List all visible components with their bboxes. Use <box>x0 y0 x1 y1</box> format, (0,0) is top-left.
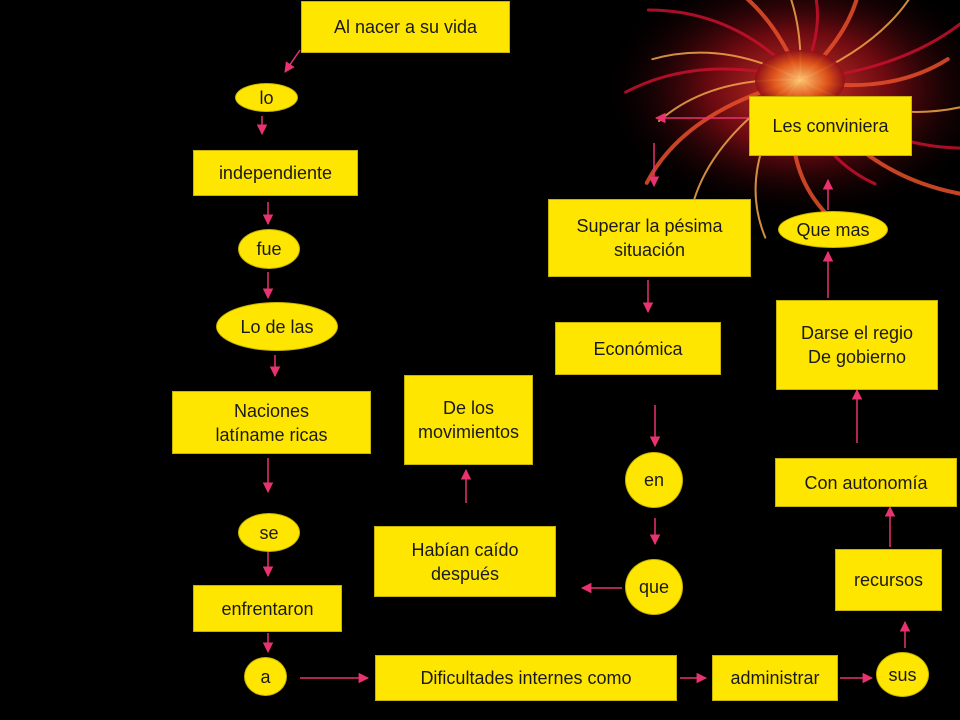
node-fue: fue <box>238 229 300 269</box>
node-naciones: Naciones latíname ricas <box>172 391 371 454</box>
node-que: que <box>625 559 683 615</box>
node-al-nacer: Al nacer a su vida <box>301 1 510 53</box>
node-en: en <box>625 452 683 508</box>
node-con-autonomia: Con autonomía <box>775 458 957 507</box>
node-de-los-movimientos: De los movimientos <box>404 375 533 465</box>
node-enfrentaron: enfrentaron <box>193 585 342 632</box>
node-administrar: administrar <box>712 655 838 701</box>
arrow-n1-n2 <box>284 49 301 73</box>
node-les-conviniera: Les conviniera <box>749 96 912 156</box>
node-lo-de-las: Lo de las <box>216 302 338 351</box>
node-sus: sus <box>876 652 929 697</box>
node-superar: Superar la pésima situación <box>548 199 751 277</box>
node-recursos: recursos <box>835 549 942 611</box>
node-habian-caido: Habían caído después <box>374 526 556 597</box>
node-darse-el-regio: Darse el regio De gobierno <box>776 300 938 390</box>
node-independiente: independiente <box>193 150 358 196</box>
node-que-mas: Que mas <box>778 211 888 248</box>
node-dificultades: Dificultades internes como <box>375 655 677 701</box>
node-lo: lo <box>235 83 298 112</box>
node-economica: Económica <box>555 322 721 375</box>
node-a: a <box>244 657 287 696</box>
node-se: se <box>238 513 300 552</box>
